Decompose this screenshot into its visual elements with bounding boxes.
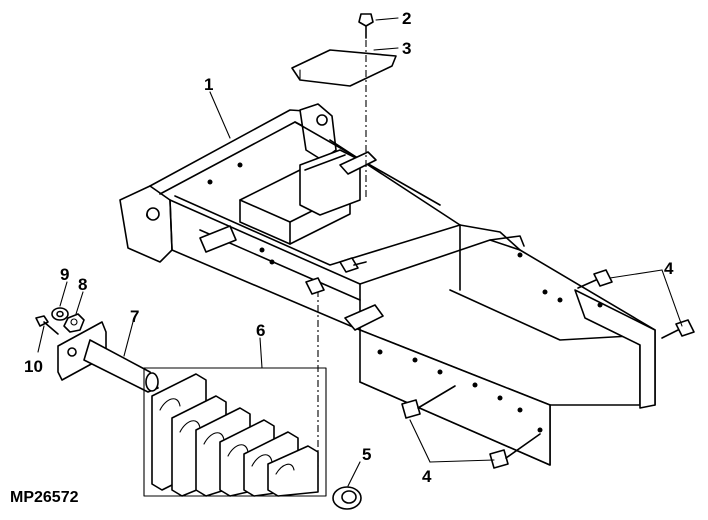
callout-3: 3 xyxy=(402,39,411,58)
pivot-pin xyxy=(57,321,159,393)
cover-plate xyxy=(291,49,397,87)
small-bolt xyxy=(35,315,59,335)
nut xyxy=(63,313,85,333)
callout-4-upper: 4 xyxy=(664,259,674,278)
callout-10: 10 xyxy=(24,357,43,376)
screw xyxy=(358,13,374,39)
bolt-lower-mid xyxy=(489,433,541,469)
callout-8: 8 xyxy=(78,275,87,294)
callout-9: 9 xyxy=(60,265,69,284)
bolt-lower-right xyxy=(661,319,695,339)
bolt-lower-left xyxy=(401,385,456,419)
main-frame xyxy=(119,103,656,466)
callout-4-lower: 4 xyxy=(422,467,432,486)
shim-set xyxy=(143,367,327,497)
bolt-upper xyxy=(577,269,613,289)
frame-bolt xyxy=(305,257,367,295)
leader-lines xyxy=(37,17,683,487)
figure-id: MP26572 xyxy=(10,489,79,506)
washer xyxy=(51,307,69,321)
callout-6: 6 xyxy=(256,321,265,340)
callout-5: 5 xyxy=(362,445,371,464)
callout-2: 2 xyxy=(402,9,411,28)
callout-1: 1 xyxy=(204,75,213,94)
bushing xyxy=(332,486,362,510)
callout-7: 7 xyxy=(130,307,139,326)
